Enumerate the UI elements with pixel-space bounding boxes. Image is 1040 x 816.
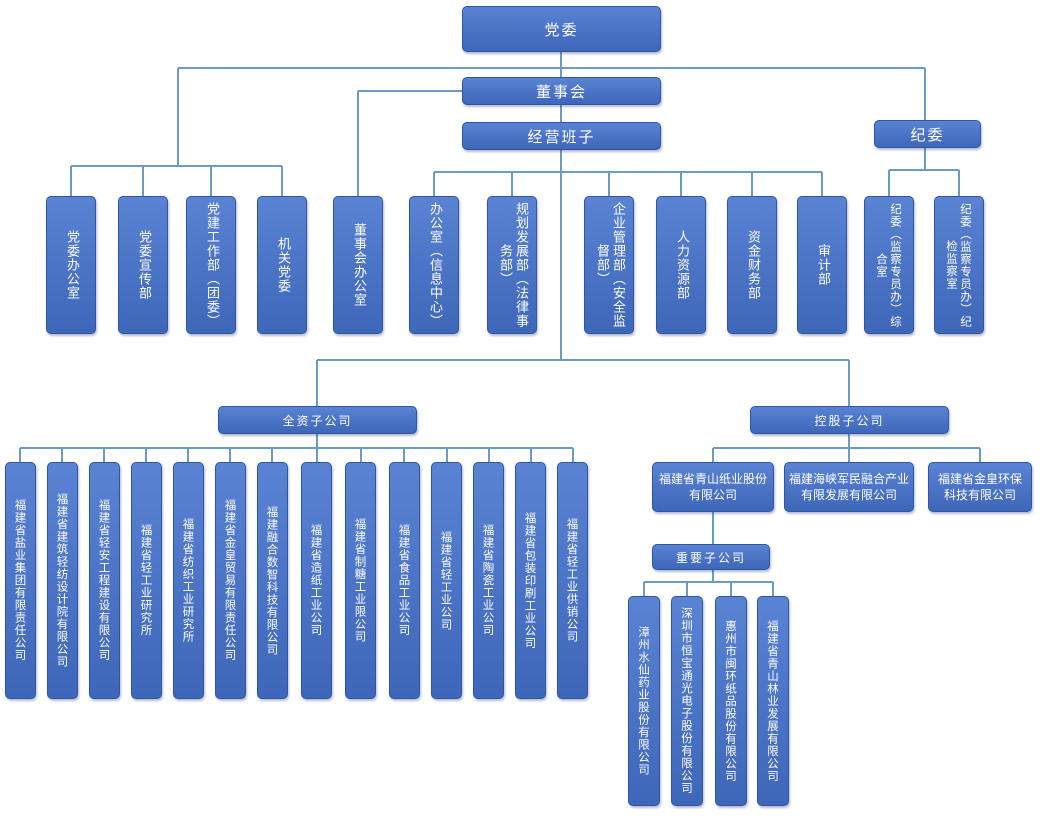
wholly-owned-item[interactable]: 福建省造纸工业公司 [301,462,332,699]
organ-party-box[interactable]: 机关党委 [257,196,307,334]
holding-item[interactable]: 福建海峡军民融合产业有限发展有限公司 [784,462,914,512]
wholly-owned-item[interactable]: 福建省轻工业研究所 [131,462,162,699]
discipline-general-box[interactable]: 纪委（监察专员办）综合室 [864,196,914,334]
important-item[interactable]: 深圳市恒宝通光电子股份有限公司 [671,596,703,806]
party-publicity-box[interactable]: 党委宣传部 [118,196,168,334]
holding-header[interactable]: 控股子公司 [750,406,949,434]
enterprise-mgmt-box[interactable]: 企业管理部（安全监督部） [584,196,634,334]
general-office-box[interactable]: 办公室（信息中心） [409,196,459,334]
party-office-box[interactable]: 党委办公室 [46,196,96,334]
finance-dept-box[interactable]: 资金财务部 [727,196,777,334]
wholly-owned-item[interactable]: 福建省制糖工业限公司 [345,462,376,699]
board-box[interactable]: 董事会 [462,77,661,105]
holding-item[interactable]: 福建省青山纸业股份有限公司 [652,462,774,512]
party-building-box[interactable]: 党建工作部（团委） [186,196,236,334]
board-office-box[interactable]: 董事会办公室 [333,196,383,334]
wholly-owned-item[interactable]: 福建省轻工业公司 [431,462,462,699]
discipline-inspection-box[interactable]: 纪委（监察专员办）纪检监察室 [934,196,984,334]
wholly-owned-item[interactable]: 福建省盐业集团有限责任公司 [5,462,36,699]
wholly-owned-item[interactable]: 福建省金皇贸易有限责任公司 [215,462,246,699]
important-header[interactable]: 重要子公司 [652,544,770,570]
wholly-owned-item[interactable]: 福建省轻工业供销公司 [557,462,588,699]
wholly-owned-item[interactable]: 福建省陶瓷工业公司 [473,462,504,699]
party-committee-box[interactable]: 党委 [462,6,661,52]
important-item[interactable]: 福建省青山林业发展有限公司 [757,596,789,806]
important-item[interactable]: 漳州水仙药业股份有限公司 [628,596,660,806]
holding-item[interactable]: 福建省金皇环保科技有限公司 [928,462,1032,512]
wholly-owned-item[interactable]: 福建省包装印刷工业公司 [515,462,546,699]
wholly-owned-header[interactable]: 全资子公司 [218,406,417,434]
wholly-owned-item[interactable]: 福建省建筑轻纺设计院有限公司 [47,462,78,699]
wholly-owned-item[interactable]: 福建省食品工业公司 [389,462,420,699]
discipline-committee-box[interactable]: 纪委 [874,120,981,148]
planning-dept-box[interactable]: 规划发展部（法律事务部） [487,196,537,334]
wholly-owned-item[interactable]: 福建省纺织工业研究所 [173,462,204,699]
wholly-owned-item[interactable]: 福建融合数智科技有限公司 [257,462,288,699]
management-box[interactable]: 经营班子 [462,122,661,150]
important-item[interactable]: 惠州市闽环纸品股份有限公司 [715,596,747,806]
hr-dept-box[interactable]: 人力资源部 [656,196,706,334]
audit-dept-box[interactable]: 审计部 [797,196,847,334]
wholly-owned-item[interactable]: 福建省轻安工程建设有限公司 [89,462,120,699]
